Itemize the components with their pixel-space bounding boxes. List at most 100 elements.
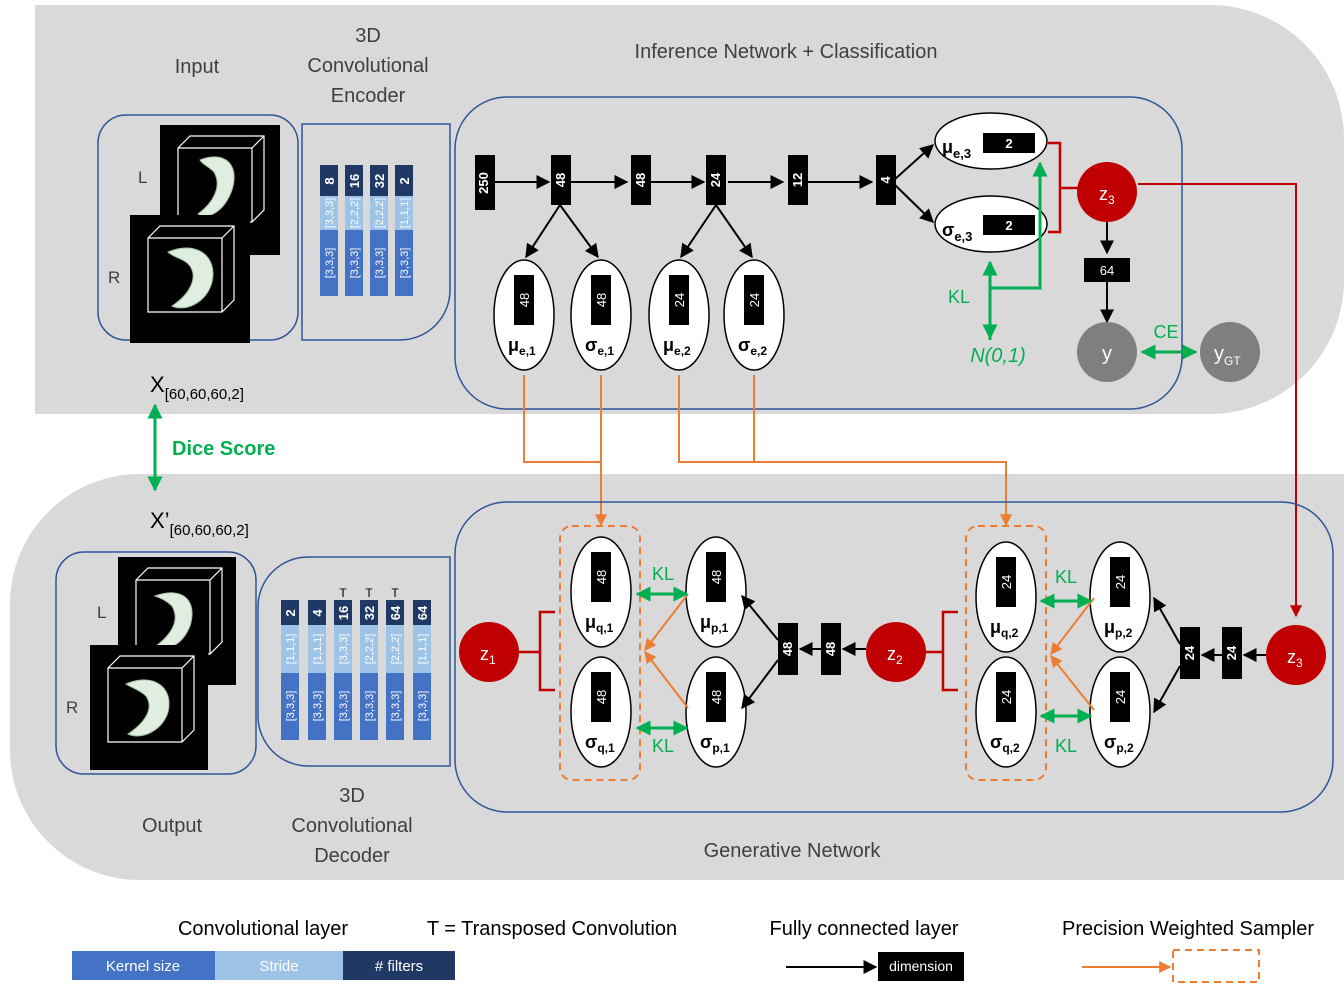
encoder-layers: 8[3,3,3][3,3,3]16[2,2,2][3,3,3]32[2,2,2]… <box>320 165 413 296</box>
svg-text:z3: z3 <box>1287 647 1303 670</box>
sampler-bracket-2 <box>926 610 958 692</box>
transposed-marker: T <box>365 586 373 600</box>
latent-dimension: 48 <box>517 293 532 307</box>
generative-title: Generative Network <box>704 840 882 862</box>
latent-label: μe,2 <box>663 335 691 358</box>
mu-p1-node: 48 μp,1 <box>685 536 747 648</box>
decoder-stride: [1,1,1] <box>285 634 297 665</box>
latent-dimension: 24 <box>1113 690 1128 704</box>
generative-chain-arrows <box>741 594 1266 714</box>
z2-latent-node: z2 <box>866 622 926 682</box>
decoder-layers: 2[1,1,1][3,3,3]4[1,1,1][3,3,3]16[3,3,3][… <box>281 586 431 740</box>
ce-loss-label: CE <box>1153 322 1178 342</box>
mu-e3-node: μe,3 2 <box>934 112 1048 170</box>
svg-text:2: 2 <box>1005 218 1012 233</box>
encoder-title-line2: Convolutional <box>307 55 428 77</box>
legend-kernel-size: Kernel size <box>106 958 180 975</box>
encoder-conv-layer: 8[3,3,3][3,3,3] <box>320 165 338 296</box>
latent-dimension: 48 <box>709 570 724 584</box>
latent-dimension: 24 <box>747 293 762 307</box>
decoder-kernel: [3,3,3] <box>312 691 324 722</box>
encoder-conv-layer: 16 [2,2,2] [3,3,3] <box>345 165 363 296</box>
orange-sampler-connections <box>523 375 1012 527</box>
decoder-title-line3: Decoder <box>314 845 390 867</box>
latent-label: μp,1 <box>700 612 729 635</box>
decoder-stride: [1,1,1] <box>417 634 429 665</box>
decoder-filter-count: 32 <box>362 606 377 620</box>
encoder-filter-count: 8 <box>322 177 337 184</box>
latent-label: μq,1 <box>585 612 614 635</box>
svg-text:μe,3: μe,3 <box>942 137 971 161</box>
decoder-stride: [2,2,2] <box>364 634 376 665</box>
legend-pws-box <box>1172 949 1260 983</box>
latent-dimension: 24 <box>1113 575 1128 589</box>
z1-latent-node: z1 <box>459 622 519 682</box>
encoder-stride: [2,2,2] <box>374 198 386 229</box>
output-left-label: L <box>97 603 106 622</box>
encoder-title-line1: 3D <box>355 25 381 47</box>
output-right-volume <box>90 645 208 770</box>
decoder-kernel: [3,3,3] <box>390 691 402 722</box>
encoder-kernel: [3,3,3] <box>349 248 361 279</box>
output-panel <box>55 551 257 775</box>
svg-text:64: 64 <box>1100 263 1114 278</box>
kl-prior-label: KL <box>948 287 970 307</box>
decoder-conv-layer: 64[1,1,1][3,3,3] <box>413 600 431 740</box>
generative-panel <box>454 501 1334 813</box>
latent-dimension: 48 <box>594 570 609 584</box>
red-z3-connection <box>1138 183 1302 618</box>
gen-fc-24a: 24 <box>1222 627 1242 679</box>
output-title: Output <box>142 815 202 837</box>
gen-fc-24b: 24 <box>1180 627 1200 679</box>
output-right-label: R <box>66 698 78 717</box>
kl-label-1: KL <box>652 564 674 584</box>
legend-conv-title: Convolutional layer <box>178 918 348 940</box>
decoder-conv-layer: 64[2,2,2][3,3,3]T <box>386 586 404 740</box>
latent-dimension: 48 <box>594 293 609 307</box>
encoder-stride: [2,2,2] <box>349 198 361 229</box>
decoder-conv-layer: 32[2,2,2][3,3,3]T <box>360 586 378 740</box>
gen-fc-48b: 48 <box>778 623 798 675</box>
encoder-filter-count: 16 <box>347 174 362 188</box>
latent-dimension: 24 <box>672 293 687 307</box>
kl-label-2: KL <box>652 736 674 756</box>
decoder-filter-count: 2 <box>283 609 298 616</box>
svg-text:48: 48 <box>633 173 648 187</box>
latent-label: σp,1 <box>700 732 730 755</box>
sigma-e2-node: 24 σe,2 <box>723 259 785 371</box>
kl-label-4: KL <box>1055 736 1077 756</box>
latent-label: σe,2 <box>738 335 767 358</box>
encoder-filter-count: 2 <box>397 177 412 184</box>
z3-generative-node: z3 <box>1266 625 1326 685</box>
svg-text:σe,3: σe,3 <box>942 220 972 244</box>
latent-label: μp,2 <box>1104 617 1133 640</box>
encoder-panel <box>301 123 451 341</box>
normal-prior-label: N(0,1) <box>970 345 1026 367</box>
mu-q1-node: 48 μq,1 <box>570 536 632 648</box>
classifier-fc-64: 64 <box>1084 258 1130 282</box>
svg-text:250: 250 <box>476 172 491 194</box>
generative-kl-arrows <box>635 586 1093 736</box>
encoder-conv-layer: 2[1,1,1][3,3,3] <box>395 165 413 296</box>
fc-layer-48b: 48 <box>631 155 651 205</box>
fc-layer-12: 12 <box>788 155 808 205</box>
sigma-e3-node: σe,3 2 <box>934 195 1048 253</box>
input-x-label: X[60,60,60,2] <box>150 372 244 403</box>
inference-background <box>35 5 1344 414</box>
inference-panel <box>454 96 1183 410</box>
decoder-panel <box>257 556 451 767</box>
svg-text:12: 12 <box>790 173 805 187</box>
latent-dimension: 24 <box>999 690 1014 704</box>
encoder-kernel: [3,3,3] <box>324 248 336 279</box>
input-right-label: R <box>108 268 120 287</box>
latent-dimension: 24 <box>999 575 1014 589</box>
encoder-filter-count: 32 <box>372 174 387 188</box>
decoder-kernel: [3,3,3] <box>417 691 429 722</box>
